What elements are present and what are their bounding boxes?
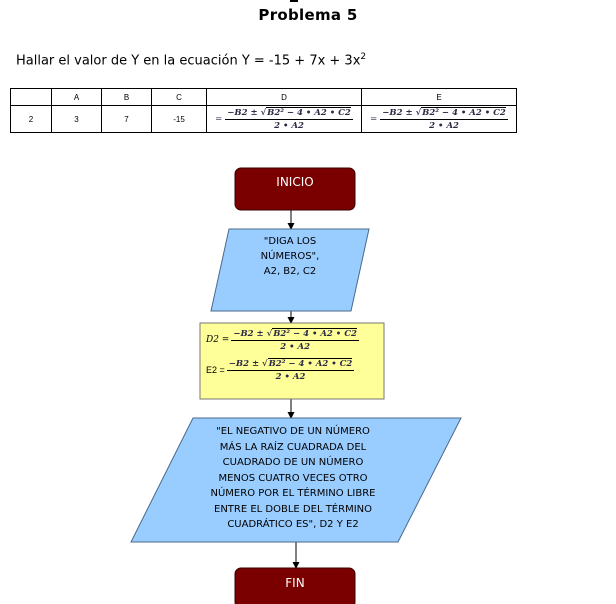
top-edge-mark (290, 0, 298, 2)
formula-num-prefix: −B2 ± (228, 359, 263, 369)
problem-statement: Hallar el valor de Y en la ecuación Y = … (16, 52, 366, 68)
cell-d2[interactable]: = −B2 ± √B2² − 4 • A2 • C2 2 • A2 (206, 105, 362, 133)
end-terminal-label: FIN (285, 576, 305, 590)
formula-fraction: −B2 ± √B2² − 4 • A2 • C2 2 • A2 (231, 328, 359, 352)
end-terminal-shape (234, 567, 356, 604)
formula-num-prefix: −B2 ± (227, 108, 261, 118)
start-terminal-label: INICIO (276, 175, 314, 189)
input-line: A2, B2, C2 (263, 266, 317, 277)
cell-e2[interactable]: = −B2 ± √B2² − 4 • A2 • C2 2 • A2 (361, 105, 517, 133)
output-parallelogram-shape (130, 417, 462, 543)
formula-denominator: 2 • A2 (429, 121, 459, 131)
output-line: NÚMERO POR EL TÉRMINO LIBRE (210, 488, 376, 499)
cell-c2[interactable]: -15 (151, 105, 207, 133)
process-node: D2 = −B2 ± √B2² − 4 • A2 • C2 2 • A2 E2 … (200, 324, 384, 398)
formula-num-prefix: −B2 ± (382, 108, 416, 118)
formula-num-prefix: −B2 ± (233, 329, 267, 339)
value-row: 2 3 7 -15 = −B2 ± √B2² − 4 • A2 • C2 2 •… (10, 105, 517, 133)
spreadsheet-table: A B C D E 2 3 7 -15 = −B2 ± √B2² − 4 • A… (10, 88, 517, 133)
formula-equals: = (370, 114, 378, 124)
output-node-text: "EL NEGATIVO DE UN NÚMERO MÁS LA RAÍZ CU… (170, 424, 416, 533)
sqrt-icon: √ (260, 108, 267, 118)
formula-radicand: B2² − 4 • A2 • C2 (266, 107, 351, 118)
statement-text: Hallar el valor de Y en la ecuación Y = … (16, 53, 361, 69)
output-line: "EL NEGATIVO DE UN NÚMERO (216, 426, 370, 437)
formula-e2: = −B2 ± √B2² − 4 • A2 • C2 2 • A2 (370, 107, 508, 131)
output-line: MÁS LA RAÍZ CUADRADA DEL (219, 441, 367, 453)
formula-denominator: 2 • A2 (274, 121, 304, 131)
sqrt-icon: √ (266, 329, 273, 339)
formula-denominator: 2 • A2 (280, 342, 310, 352)
formula-equals: = (215, 114, 223, 124)
output-line: ENTRE EL DOBLE DEL TÉRMINO (214, 503, 372, 515)
formula-fraction: −B2 ± √B2² − 4 • A2 • C2 2 • A2 (226, 358, 355, 382)
formula-fraction: −B2 ± √B2² − 4 • A2 • C2 2 • A2 (225, 107, 353, 131)
formula-numerator: −B2 ± √B2² − 4 • A2 • C2 (225, 107, 353, 120)
statement-exponent: 2 (360, 52, 367, 62)
output-line: CUADRÁTICO ES", D2 Y E2 (227, 519, 359, 530)
process-row-d2: D2 = −B2 ± √B2² − 4 • A2 • C2 2 • A2 (206, 328, 359, 352)
input-node-text: "DIGA LOS NÚMEROS", A2, B2, C2 (222, 234, 358, 279)
formula-denominator: 2 • A2 (275, 372, 306, 382)
process-d2-formula: −B2 ± √B2² − 4 • A2 • C2 2 • A2 (231, 328, 359, 352)
formula-radicand: B2² − 4 • A2 • C2 (421, 107, 506, 118)
page-title: Problema 5 (258, 6, 358, 24)
formula-numerator: −B2 ± √B2² − 4 • A2 • C2 (226, 358, 355, 371)
sqrt-icon: √ (262, 359, 268, 369)
process-e2-formula: −B2 ± √B2² − 4 • A2 • C2 2 • A2 (226, 358, 355, 382)
formula-radicand: B2² − 4 • A2 • C2 (267, 358, 353, 369)
sqrt-icon: √ (415, 108, 422, 118)
formula-fraction: −B2 ± √B2² − 4 • A2 • C2 2 • A2 (380, 107, 508, 131)
formula-radicand: B2² − 4 • A2 • C2 (272, 328, 357, 339)
input-line: NÚMEROS", (260, 251, 320, 262)
output-line: CUADRADO DE UN NÚMERO (222, 457, 364, 468)
process-box-shape (199, 322, 385, 400)
process-d2-label: D2 = (206, 335, 230, 345)
formula-numerator: −B2 ± √B2² − 4 • A2 • C2 (380, 107, 508, 120)
process-row-e2: E2 = −B2 ± √B2² − 4 • A2 • C2 2 • A2 (206, 358, 355, 382)
formula-numerator: −B2 ± √B2² − 4 • A2 • C2 (231, 328, 359, 341)
output-line: MENOS CUATRO VECES OTRO (218, 472, 368, 484)
formula-d2: = −B2 ± √B2² − 4 • A2 • C2 2 • A2 (215, 107, 353, 131)
input-parallelogram-shape (210, 228, 370, 312)
input-line: "DIGA LOS (263, 236, 317, 247)
row-number-cell[interactable]: 2 (10, 105, 52, 133)
process-e2-label: E2 = (206, 365, 225, 375)
start-terminal-shape (234, 167, 356, 211)
